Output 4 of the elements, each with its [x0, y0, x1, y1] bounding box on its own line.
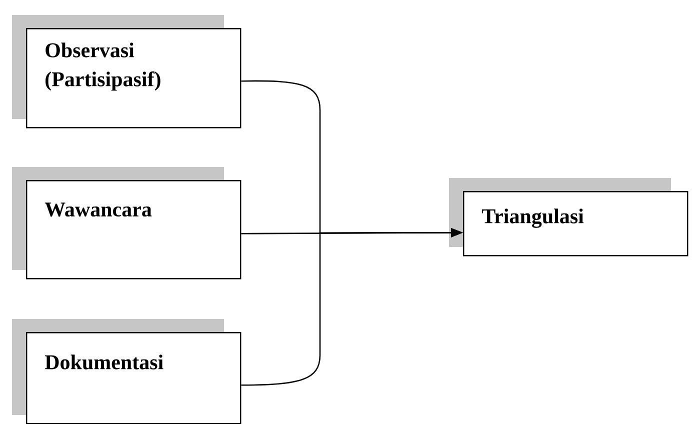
process-box: Wawancara — [12, 167, 242, 280]
process-box: Triangulasi — [449, 178, 688, 256]
process-box: Dokumentasi — [12, 319, 242, 424]
process-box: Observasi (Partisipasif) — [12, 15, 242, 128]
